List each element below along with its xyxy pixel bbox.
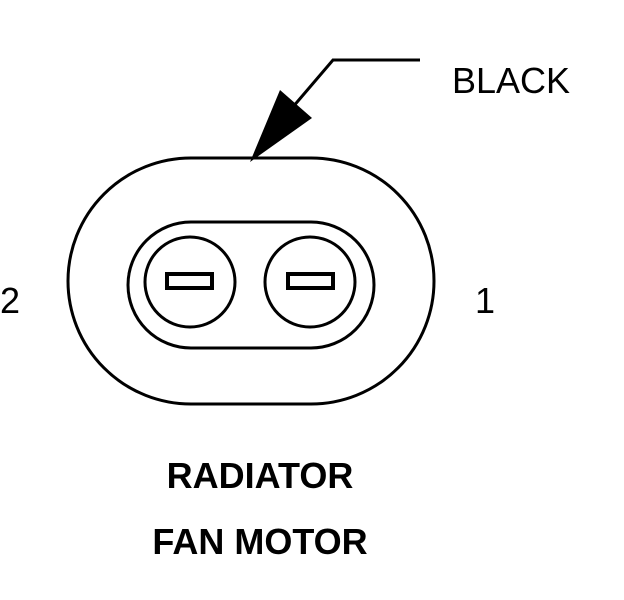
connector-caption-line-2: FAN MOTOR <box>152 521 368 562</box>
connector-body-outline <box>66 156 436 406</box>
terminal-1-blade <box>286 272 335 290</box>
terminal-2-blade <box>165 272 214 290</box>
terminal-2-circle <box>143 235 237 329</box>
pin-1-label: 1 <box>475 280 496 321</box>
terminal-cavity-outline <box>126 220 376 350</box>
leader-arrowhead <box>250 90 312 162</box>
connector-caption-line-1: RADIATOR <box>166 455 354 496</box>
wire-color-label: BLACK <box>452 60 571 101</box>
leader-line <box>290 58 420 109</box>
pin-2-label: 2 <box>0 280 21 321</box>
terminal-1-circle <box>263 235 357 329</box>
